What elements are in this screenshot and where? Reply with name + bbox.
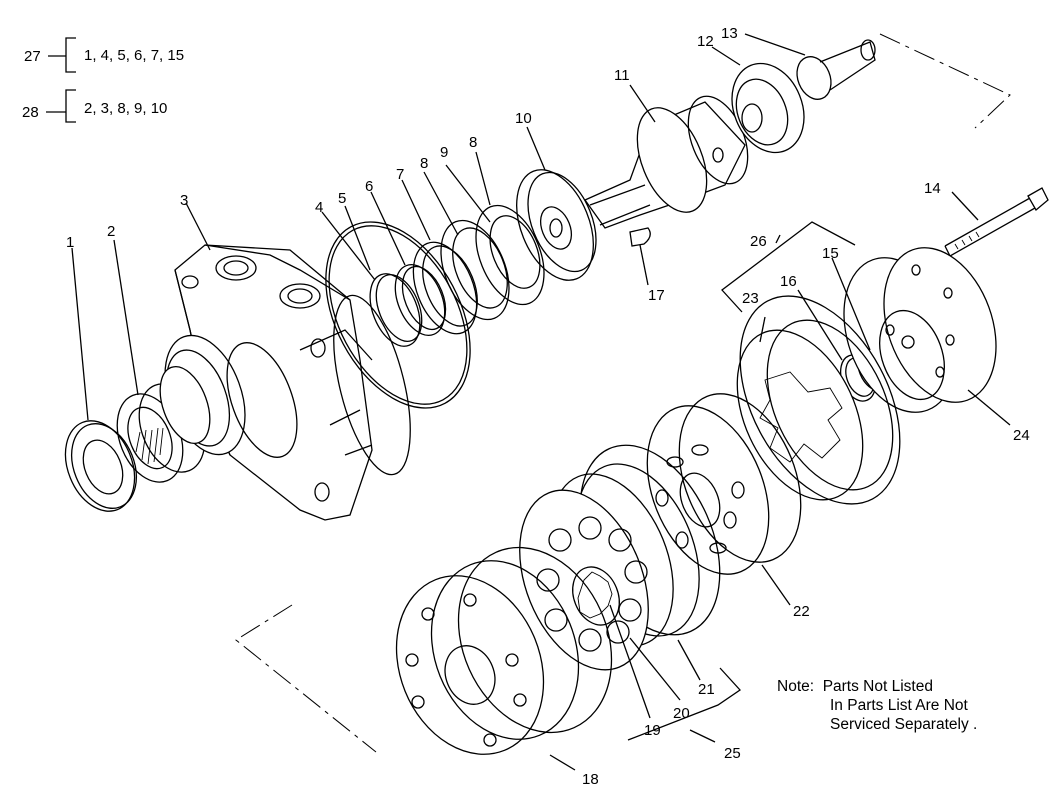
group-28: 28 2, 3, 8, 9, 10 [22,89,167,123]
callout-18: 18 [582,771,599,788]
note-line-1: Parts Not Listed [822,678,933,695]
part-8-washer [440,219,510,321]
part-9-bearing-race [475,204,545,306]
part-12-gear-ring [731,62,805,154]
note-label: Note: [777,678,815,695]
callout-26: 26 [750,233,767,250]
part-14-bolt [944,187,1049,257]
callout-6: 6 [365,178,373,195]
callout-5: 5 [338,190,346,207]
callouts: 1 2 3 4 5 6 7 8 9 8 10 11 12 13 14 15 16… [66,25,1030,788]
callout-15: 15 [822,245,839,262]
callout-3: 3 [180,192,188,209]
callout-20: 20 [673,705,690,722]
part-22-valve-plate [646,393,802,575]
part-13-drive [796,39,876,100]
leader-lines [71,33,1011,771]
callout-7: 7 [396,166,404,183]
part-18-end-cover [395,546,613,755]
callout-22: 22 [793,603,810,620]
part-1-seal [64,420,137,512]
callout-13: 13 [721,25,738,42]
part-17-key [629,227,651,247]
part-23-plate [736,295,901,505]
callout-2: 2 [107,223,115,240]
callout-10: 10 [515,110,532,127]
callout-17: 17 [648,287,665,304]
bracket-25 [627,667,741,741]
part-24-end-cap [843,247,997,413]
part-11-shaft [584,95,749,229]
callout-1: 1 [66,234,74,251]
bracket-26 [721,221,856,313]
group-27: 27 1, 4, 5, 6, 7, 15 [24,37,184,73]
callout-8-upper: 8 [469,134,477,151]
part-4-seal [369,273,423,347]
note-block: Note: Parts Not Listed In Parts List Are… [777,677,977,734]
part-19-20-rotor [519,489,649,671]
part-7-seal [412,241,478,335]
callout-14: 14 [924,180,941,197]
callout-11: 11 [614,67,630,84]
group-28-members: 2, 3, 8, 9, 10 [84,100,167,117]
center-lines [235,33,1011,753]
callout-21: 21 [698,681,715,698]
callout-24: 24 [1013,427,1030,444]
part-10-thrust-bearing [516,169,597,281]
group-27-id: 27 [24,48,41,65]
callout-9-lower: 9 [440,144,448,161]
part-6-ring [394,264,447,336]
note-line-2: In Parts List Are Not [830,697,968,714]
group-27-members: 1, 4, 5, 6, 7, 15 [84,47,184,64]
note-line-3: Serviced Separately . [830,716,978,733]
callout-23: 23 [742,290,759,307]
callout-8-lower: 8 [420,155,428,172]
callout-12: 12 [697,33,714,50]
part-3-housing [159,244,411,521]
callout-4: 4 [315,199,323,216]
callout-25: 25 [724,745,741,762]
callout-19: 19 [644,722,661,739]
group-28-id: 28 [22,104,39,121]
callout-16: 16 [780,273,797,290]
